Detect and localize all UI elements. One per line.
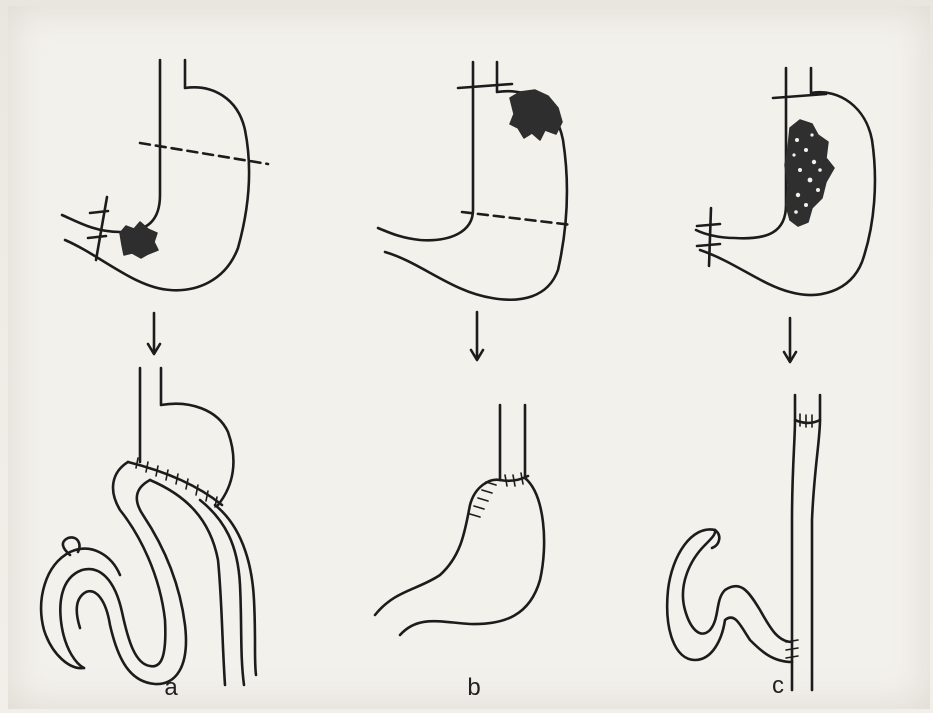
panel-c (667, 68, 875, 690)
stomach-before-c (696, 68, 875, 295)
reconstruction-b (375, 405, 544, 635)
down-arrow-icon (471, 312, 483, 360)
tumor-c (785, 120, 834, 226)
tumor-a (120, 222, 158, 258)
stomach-before-a (62, 60, 268, 290)
down-arrow-icon (148, 313, 160, 354)
panel-a (41, 60, 268, 685)
panel-label-c: c (772, 672, 784, 700)
stomach-before-b (378, 62, 572, 300)
down-arrow-icon (784, 318, 796, 362)
tumor-b (510, 90, 562, 140)
panel-b (375, 62, 572, 635)
reconstruction-a (41, 368, 256, 685)
panel-label-b: b (467, 674, 480, 702)
reconstruction-c (667, 395, 820, 690)
panel-label-a: a (164, 674, 177, 702)
